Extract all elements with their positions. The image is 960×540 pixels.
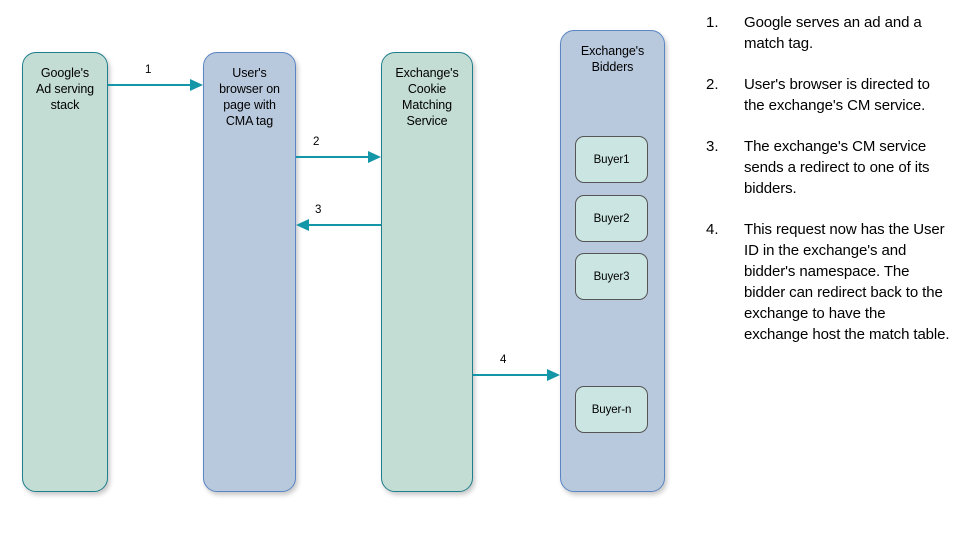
- step-text: User's browser is directed to the exchan…: [744, 76, 930, 114]
- arrow-4-line: [473, 374, 547, 377]
- node-user-browser[interactable]: User's browser on page with CMA tag: [203, 52, 296, 492]
- node-google-label: Google's Ad serving stack: [35, 66, 95, 112]
- step-text: This request now has the User ID in the …: [744, 221, 950, 343]
- step-number: 2.: [706, 76, 719, 93]
- step-number: 4.: [706, 221, 719, 238]
- arrow-1-label: 1: [145, 64, 152, 76]
- buyer-box-n[interactable]: Buyer-n: [575, 386, 648, 433]
- step-item: 2. User's browser is directed to the exc…: [706, 74, 950, 116]
- buyer-box-2[interactable]: Buyer2: [575, 195, 648, 242]
- step-item: 4. This request now has the User ID in t…: [706, 219, 950, 345]
- node-browser-label: User's browser on page with CMA tag: [219, 66, 280, 128]
- arrow-right-icon: [368, 150, 381, 163]
- arrow-3-label: 3: [315, 204, 322, 216]
- step-number: 1.: [706, 14, 719, 31]
- arrow-2-label: 2: [313, 136, 320, 148]
- node-exchange-cookie-matching-service[interactable]: Exchange's Cookie Matching Service: [381, 52, 473, 492]
- buyer-label-3: Buyer3: [593, 270, 630, 283]
- step-text: The exchange's CM service sends a redire…: [744, 138, 930, 197]
- step-text: Google serves an ad and a match tag.: [744, 14, 922, 52]
- arrow-2-line: [296, 156, 368, 159]
- arrow-left-icon: [296, 218, 309, 231]
- step-number: 3.: [706, 138, 719, 155]
- buyer-label-1: Buyer1: [593, 153, 630, 166]
- buyer-box-3[interactable]: Buyer3: [575, 253, 648, 300]
- arrow-right-icon: [547, 368, 560, 381]
- buyer-label-n: Buyer-n: [591, 403, 632, 416]
- arrow-right-icon: [190, 78, 203, 91]
- arrow-4-label: 4: [500, 354, 507, 366]
- step-item: 1. Google serves an ad and a match tag.: [706, 12, 950, 54]
- step-item: 3. The exchange's CM service sends a red…: [706, 136, 950, 199]
- node-cms-label: Exchange's Cookie Matching Service: [395, 66, 459, 128]
- steps-list: 1. Google serves an ad and a match tag. …: [706, 12, 950, 365]
- buyer-box-1[interactable]: Buyer1: [575, 136, 648, 183]
- buyer-label-2: Buyer2: [593, 212, 630, 225]
- arrow-1-line: [108, 84, 190, 87]
- node-bidders-label: Exchange's Bidders: [580, 44, 645, 74]
- node-google-ad-serving-stack[interactable]: Google's Ad serving stack: [22, 52, 108, 492]
- arrow-3-line: [309, 224, 381, 227]
